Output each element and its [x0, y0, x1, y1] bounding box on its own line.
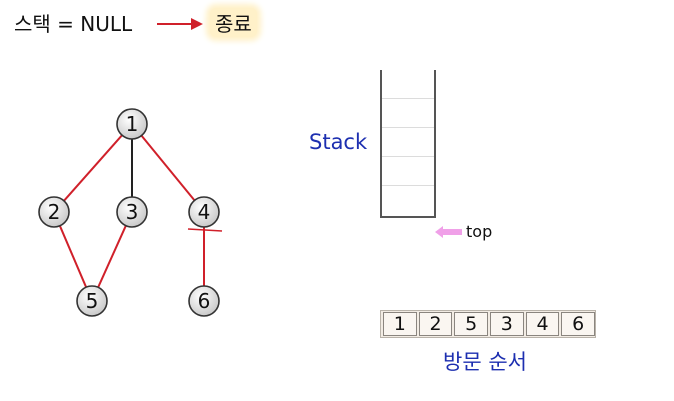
- node-circle: [188, 285, 220, 317]
- visit-order-cell: 3: [490, 312, 524, 336]
- node-label: 6: [198, 289, 211, 313]
- graph-node-1: 1: [116, 108, 148, 140]
- node-circle: [116, 108, 148, 140]
- top-pointer-label: top: [466, 222, 493, 241]
- edge-3-5: [97, 225, 127, 288]
- stack-slot: [382, 185, 434, 213]
- edge-2-5: [58, 225, 88, 288]
- node-label: 1: [126, 112, 139, 136]
- node-label: 5: [86, 289, 99, 313]
- node-label: 4: [198, 200, 211, 224]
- graph-node-6: 6: [188, 285, 220, 317]
- edge-tick-mark: [187, 228, 223, 232]
- node-circle: [76, 285, 108, 317]
- node-circle: [116, 196, 148, 228]
- visit-order-cell: 6: [561, 312, 596, 336]
- result-text: 종료: [210, 8, 257, 37]
- node-label: 2: [48, 200, 61, 224]
- graph-node-3: 3: [116, 196, 148, 228]
- edge-1-4: [140, 134, 196, 202]
- edge-1-2: [63, 134, 123, 202]
- node-circle: [188, 196, 220, 228]
- graph-diagram: 1 2 3 4 5 6: [38, 108, 223, 317]
- visit-order-cell: 2: [418, 312, 453, 336]
- node-circle: [38, 196, 70, 228]
- graph-node-4: 4: [188, 196, 220, 228]
- stack-slot: [382, 156, 434, 184]
- visit-order-cell: 4: [525, 312, 560, 336]
- stack-container: [380, 70, 436, 218]
- graph-node-5: 5: [76, 285, 108, 317]
- node-label: 3: [126, 200, 139, 224]
- edges: [58, 134, 205, 288]
- arrow-right-icon: [157, 18, 203, 30]
- stack-status-text: 스택 = NULL: [14, 12, 133, 36]
- visit-order-label: 방문 순서: [443, 350, 527, 374]
- graph-node-2: 2: [38, 196, 70, 228]
- stack-label: Stack: [309, 130, 368, 154]
- stack-slot: [382, 127, 434, 155]
- nodes: 1 2 3 4 5 6: [38, 108, 220, 317]
- visit-order-cell: 1: [383, 312, 417, 336]
- visit-order-cell: 5: [454, 312, 489, 336]
- pointer-arrow-icon: [435, 226, 462, 238]
- stack-slot: [382, 98, 434, 126]
